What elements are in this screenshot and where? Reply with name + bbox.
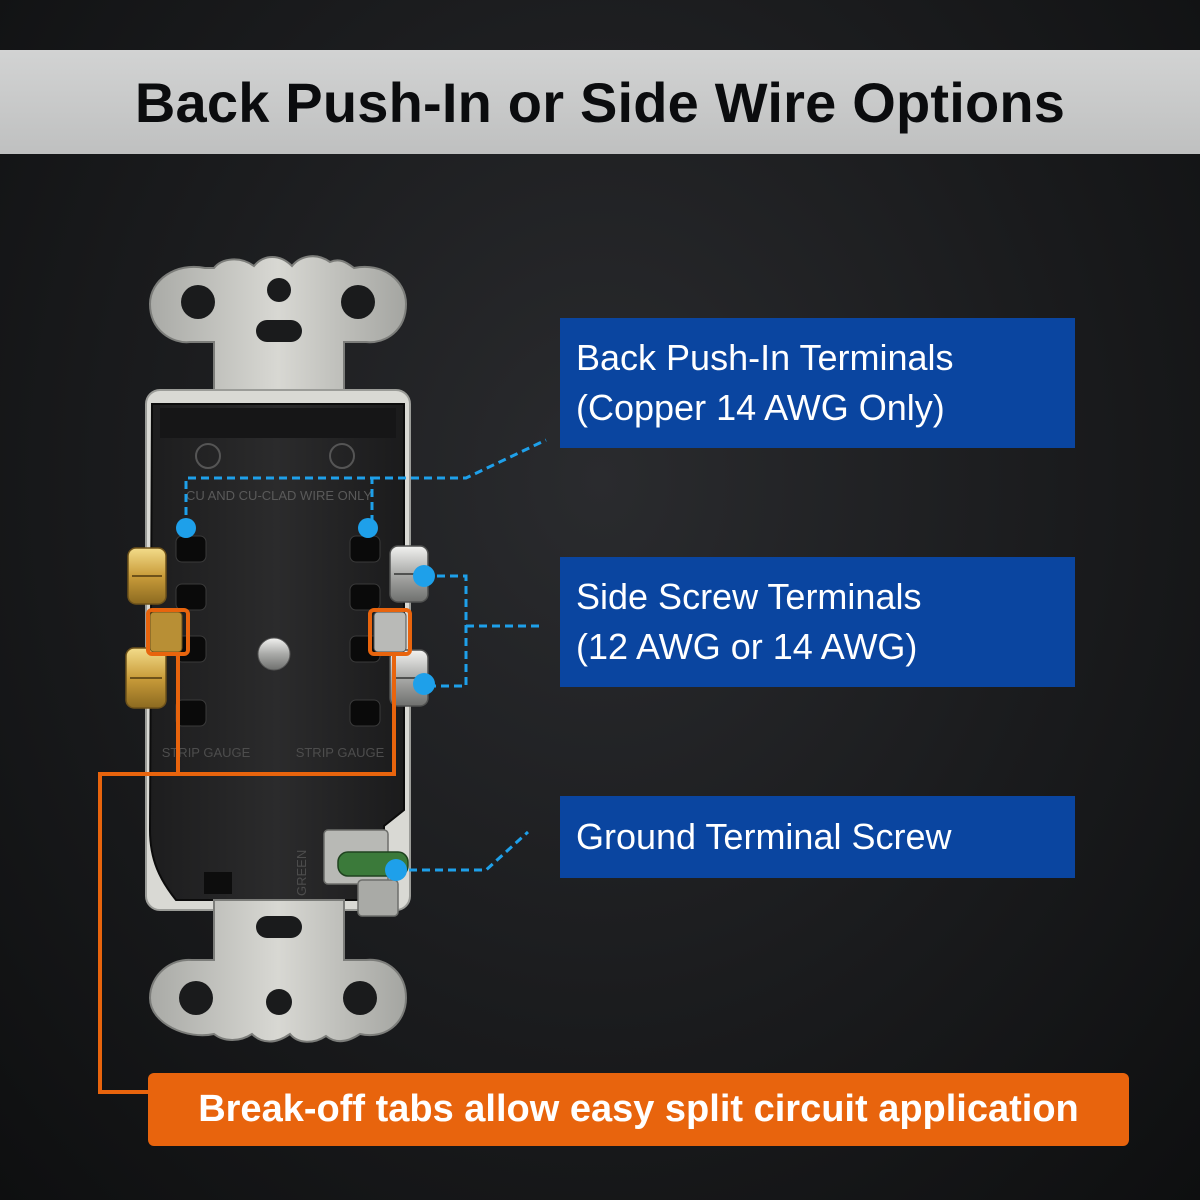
bottom-mounting-strap	[148, 899, 408, 1043]
strap-hole	[343, 981, 377, 1015]
ground-bracket-tab	[357, 879, 399, 917]
silver-screw-top	[389, 545, 429, 603]
brass-screw-top	[127, 547, 167, 605]
push-in-holes-left	[175, 535, 207, 727]
marker-push-in-left	[176, 518, 196, 538]
marker-side-screw-top	[413, 565, 435, 587]
strip-gauge-right: STRIP GAUGE	[296, 745, 385, 760]
marker-ground	[385, 859, 407, 881]
brass-break-off-tab	[149, 611, 183, 653]
leader-push-in	[184, 476, 374, 528]
cu-marking	[195, 443, 221, 469]
al-marking	[329, 443, 355, 469]
title-bar: Back Push-In or Side Wire Options	[0, 50, 1200, 154]
highlight-tab-left	[146, 608, 190, 656]
body-upper-ridge	[160, 408, 396, 438]
callout-side-screw-terminals: Side Screw Terminals (12 AWG or 14 AWG)	[560, 557, 1075, 687]
leader-push-in-link	[372, 438, 547, 480]
brass-screw-bottom	[125, 647, 167, 709]
callout-side-screw-text: Side Screw Terminals (12 AWG or 14 AWG)	[576, 576, 922, 667]
callout-ground-text: Ground Terminal Screw	[576, 816, 952, 857]
marker-side-screw-bottom	[413, 673, 435, 695]
center-rivet	[257, 637, 291, 671]
leader-side-screw	[424, 574, 468, 688]
strip-gauge-left: STRIP GAUGE	[162, 745, 251, 760]
strap-hole	[267, 278, 291, 302]
push-in-holes-right	[349, 535, 381, 727]
leader-ground	[396, 830, 530, 872]
strap-slot	[256, 320, 302, 342]
strap-slot	[256, 916, 302, 938]
break-off-banner: Break-off tabs allow easy split circuit …	[148, 1073, 1129, 1146]
callout-push-in-text: Back Push-In Terminals (Copper 14 AWG On…	[576, 337, 954, 428]
wire-note-text: CU AND CU-CLAD WIRE ONLY	[186, 488, 372, 503]
strap-hole	[341, 285, 375, 319]
leader-break-off-right	[178, 654, 396, 776]
callout-ground-terminal: Ground Terminal Screw	[560, 796, 1075, 878]
silver-break-off-tab	[373, 611, 407, 653]
strap-hole	[179, 981, 213, 1015]
marker-push-in-right	[358, 518, 378, 538]
leader-break-off	[98, 654, 180, 1094]
strap-hole	[181, 285, 215, 319]
bottom-body-notch	[204, 872, 232, 894]
page-title: Back Push-In or Side Wire Options	[134, 70, 1066, 134]
highlight-tab-right	[368, 608, 412, 656]
ground-mark-text: GREEN	[294, 850, 309, 896]
callout-push-in-terminals: Back Push-In Terminals (Copper 14 AWG On…	[560, 318, 1075, 448]
break-off-banner-text: Break-off tabs allow easy split circuit …	[198, 1088, 1079, 1130]
strap-hole	[266, 989, 292, 1015]
